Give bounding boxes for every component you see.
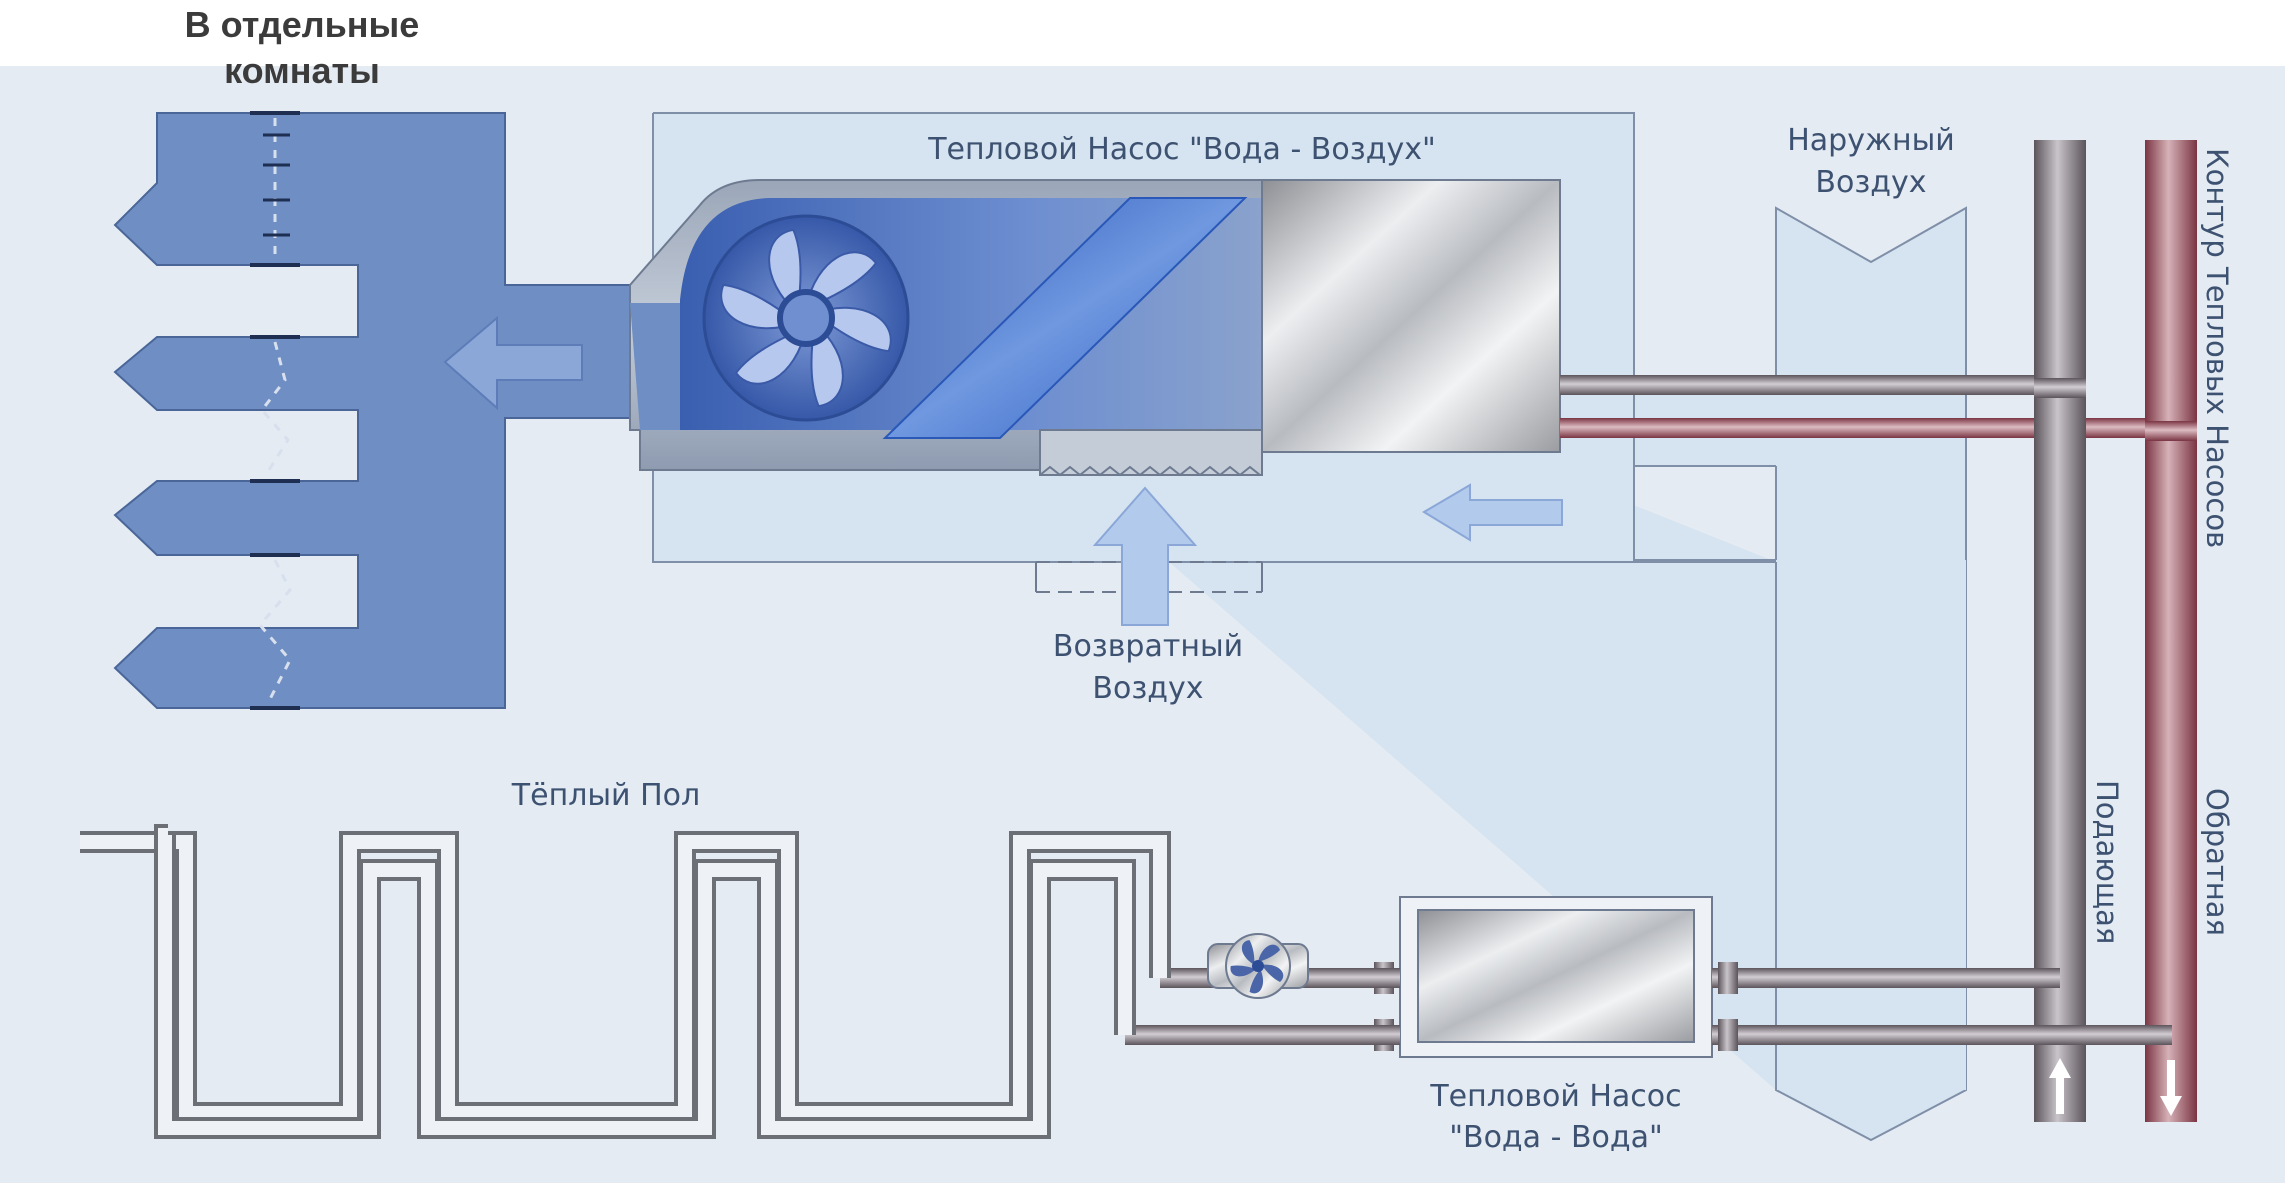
warm-floor-label: Тёплый Пол bbox=[511, 778, 700, 813]
return-air-label-line2: Воздух bbox=[1092, 671, 1203, 706]
outside-air-label-line1: Наружный bbox=[1787, 123, 1955, 158]
air-water-heat-exchanger bbox=[1261, 179, 1561, 453]
circulation-pump-icon bbox=[1207, 933, 1309, 999]
outside-air-arrow bbox=[1422, 483, 1563, 542]
room-dampers bbox=[250, 111, 300, 710]
air-water-return-pipe bbox=[1560, 418, 2155, 438]
supply-air-arrow bbox=[443, 315, 583, 411]
ww-return-pipe bbox=[1712, 1025, 2172, 1045]
return-air-arrow bbox=[1092, 486, 1198, 626]
ww-supply-pipe bbox=[1712, 968, 2060, 988]
fan-icon bbox=[702, 214, 910, 422]
loop-supply-pipe bbox=[2034, 140, 2086, 1122]
return-label: Обратная bbox=[2200, 788, 2234, 936]
return-air-label-line1: Возвратный bbox=[1053, 629, 1243, 664]
water-water-label-line2: "Вода - Вода" bbox=[1449, 1120, 1663, 1155]
water-water-label-line1: Тепловой Насос bbox=[1429, 1079, 1681, 1114]
loop-return-pipe bbox=[2145, 140, 2197, 1122]
outside-air-label-line2: Воздух bbox=[1815, 165, 1926, 200]
air-water-supply-pipe bbox=[1560, 375, 2060, 395]
return-flow-arrow-icon bbox=[2160, 1060, 2182, 1116]
evaporator-coil bbox=[882, 197, 1248, 439]
room-supply-duct bbox=[113, 112, 641, 709]
air-water-pump-label: Тепловой Насос "Вода - Воздух" bbox=[927, 132, 1436, 167]
supply-label: Подающая bbox=[2090, 780, 2124, 944]
warm-floor-pipe-outer bbox=[154, 824, 1136, 1139]
supply-flow-arrow-icon bbox=[2049, 1058, 2071, 1114]
loop-title-label: Контур Тепловых Насосов bbox=[2200, 148, 2234, 548]
rooms-label-line2: комнаты bbox=[224, 50, 380, 91]
warm-floor-pipe bbox=[80, 831, 1171, 1124]
room-damper-links bbox=[258, 118, 292, 704]
rooms-label-line1: В отдельные bbox=[185, 4, 420, 45]
